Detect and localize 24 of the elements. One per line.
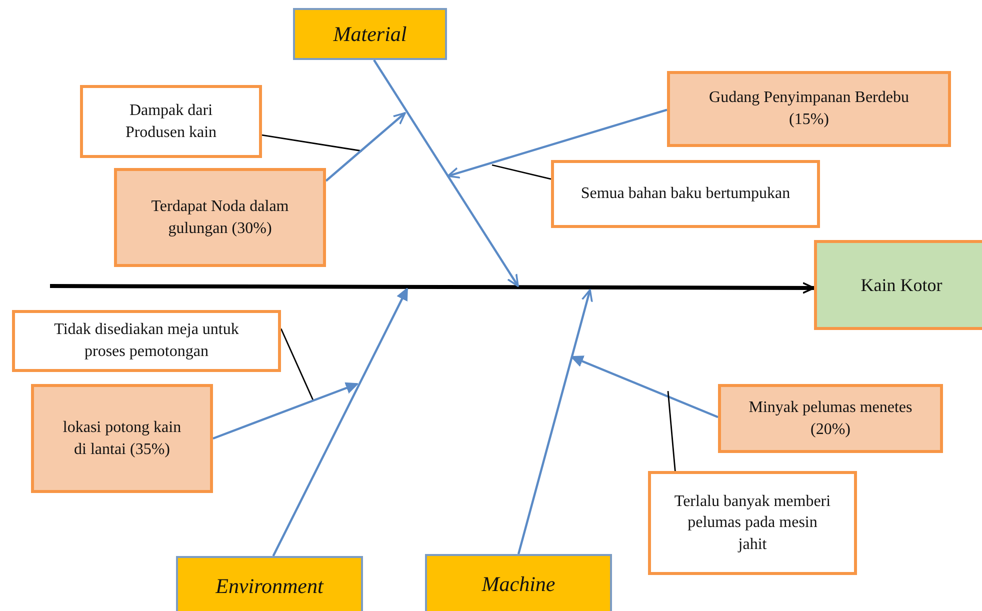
sub-cause-box: Dampak dari Produsen kain: [80, 85, 262, 158]
arrow: [373, 59, 519, 287]
arrow: [272, 288, 408, 556]
arrow: [517, 289, 593, 554]
category-box: Machine: [425, 554, 612, 611]
cause-box: Terdapat Noda dalam gulungan (30%): [114, 168, 326, 267]
cause-box: Gudang Penyimpanan Berdebu (15%): [667, 71, 951, 147]
cause-box: lokasi potong kain di lantai (35%): [31, 384, 213, 493]
leader-line: [667, 390, 676, 472]
category-box: Environment: [176, 556, 363, 611]
arrow: [212, 382, 358, 440]
cause-box: Minyak pelumas menetes (20%): [718, 384, 943, 453]
arrow: [447, 108, 668, 178]
leader-line: [492, 164, 552, 180]
sub-cause-box: Terlalu banyak memberi pelumas pada mesin jahit: [648, 471, 857, 575]
sub-cause-box: Tidak disediakan meja untuk proses pemotongan: [12, 310, 281, 372]
leader-line: [280, 328, 314, 400]
leader-line: [262, 134, 362, 152]
effect-box: Kain Kotor: [814, 240, 982, 330]
arrow: [325, 112, 406, 182]
sub-cause-box: Semua bahan baku bertumpukan: [551, 160, 820, 228]
category-box: Material: [293, 8, 447, 60]
arrow: [571, 356, 718, 418]
spine-arrow: [50, 282, 815, 294]
